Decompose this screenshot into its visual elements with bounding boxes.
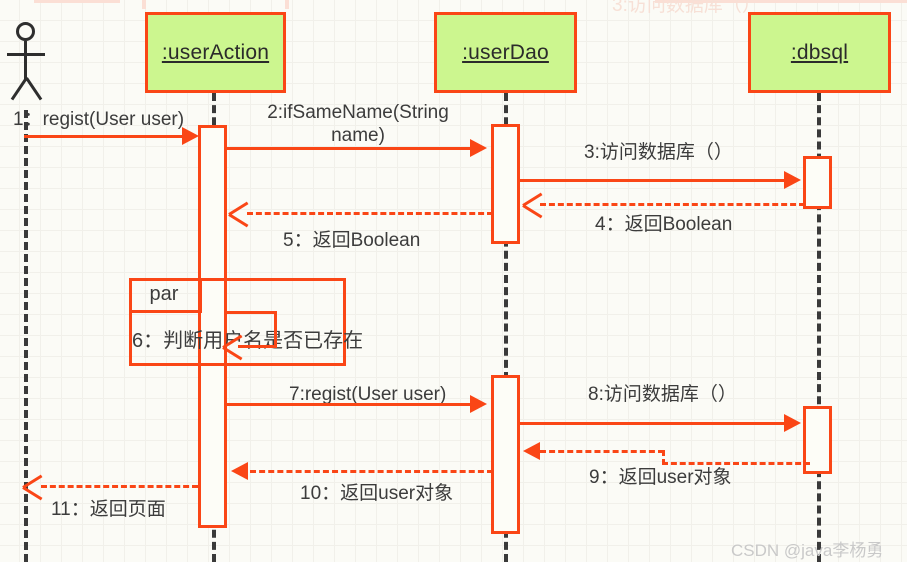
message-line-10: [250, 470, 493, 473]
lifeline-label-useraction: :userAction: [161, 40, 270, 64]
message-line-4: [540, 203, 805, 206]
activation-userdao-2[interactable]: [491, 375, 520, 534]
message-label-6: 6：判断用户名是否已存在: [132, 330, 364, 352]
lifeline-dbsql: [817, 93, 821, 562]
message-line-8: [520, 422, 786, 425]
activation-userdao-1[interactable]: [491, 124, 520, 244]
message-arrow-9: [523, 442, 540, 460]
activation-useraction[interactable]: [198, 125, 227, 528]
message-line-3: [520, 179, 786, 182]
message-line-9-jog: [662, 450, 665, 465]
message-line-9-near: [540, 450, 664, 453]
message-arrow-5: [229, 202, 249, 224]
message-label-11: 11：返回页面: [51, 499, 166, 520]
message-label-2: 2:ifSameName(String name): [267, 102, 449, 147]
message-line-9-far: [662, 462, 810, 465]
crop-artifact-left: [34, 0, 120, 3]
message-arrow-10: [231, 462, 248, 480]
lifeline-head-useraction[interactable]: :userAction: [145, 12, 286, 93]
message-arrow-6: [223, 335, 243, 357]
crop-artifact-tick-a: [142, 0, 146, 9]
message-label-8: 8:访问数据库（）: [588, 384, 737, 405]
message-label-4: 4：返回Boolean: [595, 214, 733, 235]
crop-artifact-tick-b: [285, 0, 289, 9]
actor-leg-left-icon: [10, 77, 28, 101]
crop-artifact-text: 3:访问数据库（）: [612, 0, 761, 16]
lifeline-label-userdao: :userDao: [462, 40, 549, 64]
message-arrow-1: [182, 127, 199, 145]
message-line-7: [227, 403, 472, 406]
actor-body-icon: [24, 41, 27, 79]
crop-artifact-right: [655, 0, 907, 3]
message-line-6-bottom: [238, 345, 277, 348]
message-arrow-8: [784, 414, 801, 432]
message-arrow-4: [523, 193, 543, 215]
lifeline-head-userdao[interactable]: :userDao: [434, 12, 577, 93]
message-label-7: 7:regist(User user): [289, 384, 447, 405]
message-arrow-3: [784, 171, 801, 189]
message-label-10: 10：返回user对象: [300, 483, 454, 504]
message-line-2: [227, 147, 472, 150]
message-line-6-right: [274, 311, 277, 347]
message-line-6-top: [227, 311, 277, 314]
lifeline-actor: [24, 110, 28, 562]
message-line-11: [41, 485, 198, 488]
fragment-par-operator-tab: par: [129, 278, 202, 313]
actor-head-icon: [16, 22, 35, 41]
actor-leg-right-icon: [25, 77, 43, 101]
activation-dbsql-1[interactable]: [803, 156, 832, 209]
message-arrow-7: [470, 395, 487, 413]
message-line-5: [247, 212, 493, 215]
lifeline-head-dbsql[interactable]: :dbsql: [748, 12, 891, 93]
message-arrow-2: [470, 139, 487, 157]
message-line-1: [24, 135, 184, 138]
lifeline-userdao: [504, 93, 508, 562]
actor-arms-icon: [7, 53, 45, 56]
message-label-9: 9：返回user对象: [589, 467, 732, 488]
lifeline-label-dbsql: :dbsql: [790, 40, 849, 64]
watermark: CSDN @java李杨勇: [731, 541, 884, 560]
message-arrow-11: [23, 475, 43, 497]
fragment-operator-label: par: [149, 282, 179, 305]
message-label-1: 1：regist(User user): [13, 109, 185, 130]
message-label-3: 3:访问数据库（）: [584, 142, 733, 163]
fragment-par[interactable]: [129, 278, 346, 366]
message-label-5: 5：返回Boolean: [283, 230, 421, 251]
actor-figure: [7, 22, 45, 104]
